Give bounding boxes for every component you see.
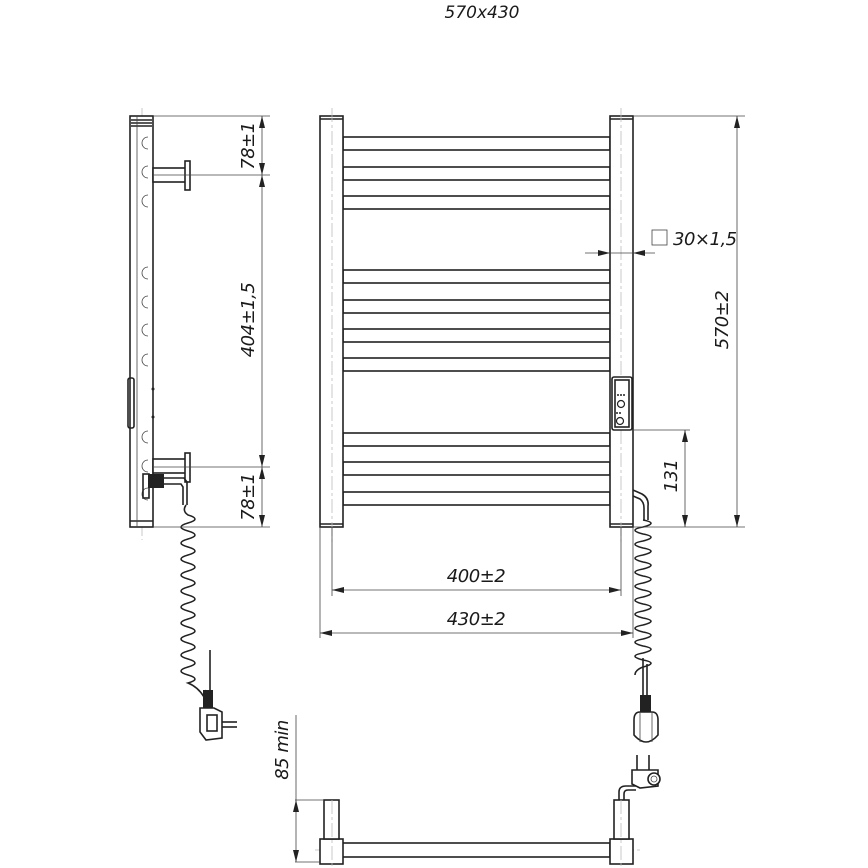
crossbar (342, 461, 611, 476)
socket (631, 755, 661, 789)
side-plug (199, 690, 237, 741)
crossbar (342, 195, 611, 210)
front-coiled-cable (634, 519, 652, 695)
dim-wall-clearance: 85 min (272, 720, 293, 780)
square-profile-icon (651, 229, 668, 246)
right-standoff (613, 799, 630, 840)
left-standoff (323, 799, 340, 840)
dim-profile: 30×1,5 (673, 229, 737, 250)
dim-overall-width: 430±2 (447, 609, 505, 630)
side-coiled-cable (180, 504, 211, 699)
dim-bracket-span: 404±1,5 (238, 283, 259, 358)
dim-overall-height: 570±2 (712, 291, 733, 349)
top-wall-bracket (152, 160, 270, 191)
crossbar (342, 432, 611, 447)
top-cap (131, 119, 152, 127)
crossbars (342, 136, 611, 506)
front-dimensions: 30×1,5 570±2 131 400±2 (319, 115, 745, 638)
bottom-bar (341, 842, 611, 858)
dim-bottom-bracket: 78±1 (238, 473, 259, 520)
crossbar (342, 166, 611, 181)
side-rail (129, 115, 154, 528)
heating-controller (611, 376, 633, 431)
dim-inner-width: 400±2 (447, 566, 505, 587)
left-post (319, 115, 344, 528)
mode-button-icon (616, 399, 626, 409)
dim-top-bracket: 78±1 (238, 122, 259, 169)
bottom-view: 85 min (272, 715, 640, 868)
side-dimensions: 78±1 404±1,5 78±1 (153, 115, 270, 528)
side-controller (127, 377, 135, 429)
bar-end-circles (141, 136, 149, 501)
power-button-icon (615, 416, 625, 426)
front-plug (633, 695, 659, 743)
crossbar (342, 136, 611, 151)
front-view: 30×1,5 570±2 131 400±2 (319, 108, 745, 789)
crossbar (342, 491, 611, 506)
crossbar (342, 269, 611, 284)
crossbar (342, 357, 611, 372)
crossbar (342, 299, 611, 314)
dim-controller-height: 131 (661, 460, 682, 493)
drawing-title: 570x430 (445, 3, 520, 23)
crossbar (342, 328, 611, 343)
side-view: 78±1 404±1,5 78±1 (127, 108, 270, 741)
bottom-wall-bracket (142, 452, 270, 505)
right-post (609, 115, 634, 528)
